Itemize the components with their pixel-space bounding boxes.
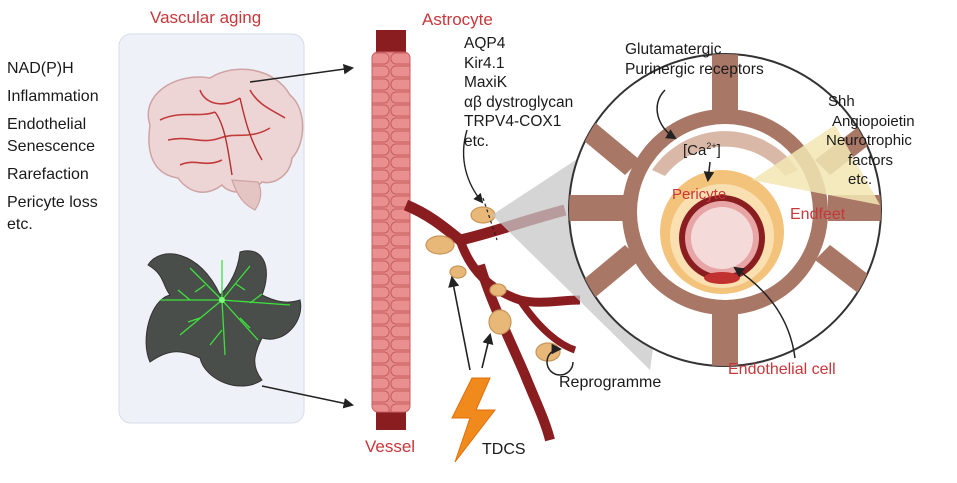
endfeet-label: Endfeet <box>790 206 846 223</box>
endothelial-cell-label: Endothelial cell <box>728 361 836 378</box>
lightning-icon <box>451 377 497 463</box>
factor-etc: etc. <box>7 216 33 233</box>
zoom-circle <box>568 53 882 367</box>
arrow-tdcs-branch <box>481 332 494 369</box>
arrow-ca-pericyte <box>703 161 715 183</box>
channel-aqp4: AQP4 <box>464 35 506 52</box>
factor-angiopoietin: Angiopoietin <box>832 112 915 130</box>
factor-shh: Shh <box>828 93 855 110</box>
receptor-purinergic: Purinergic receptors <box>625 60 764 78</box>
factor-beam <box>752 125 880 205</box>
astrocyte-label: Astrocyte <box>422 10 493 29</box>
calcium-sup: 2+ <box>706 141 717 151</box>
factor-senescence: Senescence <box>7 138 96 155</box>
vessel <box>371 30 411 430</box>
panel-title: Vascular aging <box>150 8 262 27</box>
factor-inflammation: Inflammation <box>7 88 99 105</box>
aging-factor-list: NAD(P)H Inflammation Endothelial Senesce… <box>7 58 99 236</box>
receptor-glutamatergic: Glutamatergic <box>625 41 722 58</box>
factor-rarefaction: Rarefaction <box>7 166 89 183</box>
factor-nadph: NAD(P)H <box>7 60 74 77</box>
reprogramme-label: Reprogramme <box>559 374 662 391</box>
channel-kir41: Kir4.1 <box>464 54 505 72</box>
calcium-close: ] <box>716 142 721 159</box>
arrow-tdcs-vessel <box>448 275 471 371</box>
channel-maxik: MaxiK <box>464 74 508 91</box>
calcium-text: [Ca <box>683 142 707 159</box>
arrow-retina-vessel <box>261 385 355 409</box>
brain-icon <box>147 68 304 211</box>
receptor-list: Glutamatergic Purinergic receptors <box>625 40 764 79</box>
factor-etc2: etc. <box>848 171 873 188</box>
calcium-label: [Ca2+] <box>683 141 721 160</box>
channel-etc: etc. <box>464 132 489 150</box>
factor-endothelial: Endothelial <box>7 116 87 133</box>
pericyte-label: Pericyte <box>672 186 727 203</box>
factor-pericyte-loss: Pericyte loss <box>7 194 98 211</box>
growth-factor-list: Shh Angiopoietin Neurotrophic factors et… <box>826 92 915 190</box>
factor-factors: factors <box>848 151 894 169</box>
astrocyte-channel-list: AQP4 Kir4.1 MaxiK αβ dystroglycan TRPV4-… <box>464 34 573 151</box>
arrow-astrocyte <box>462 129 484 204</box>
tdcs-label: TDCS <box>482 441 526 458</box>
retina-icon <box>145 250 302 387</box>
vessel-label: Vessel <box>365 437 416 456</box>
arrow-endothelial <box>733 266 796 359</box>
channel-trpv4: TRPV4-COX1 <box>464 113 562 130</box>
factor-neurotrophic: Neurotrophic <box>826 132 912 149</box>
arrow-brain-vessel <box>249 63 355 83</box>
reprogramme-cycle-icon <box>546 343 574 376</box>
arrow-receptors <box>656 89 677 140</box>
channel-dystroglycan: αβ dystroglycan <box>464 93 574 111</box>
